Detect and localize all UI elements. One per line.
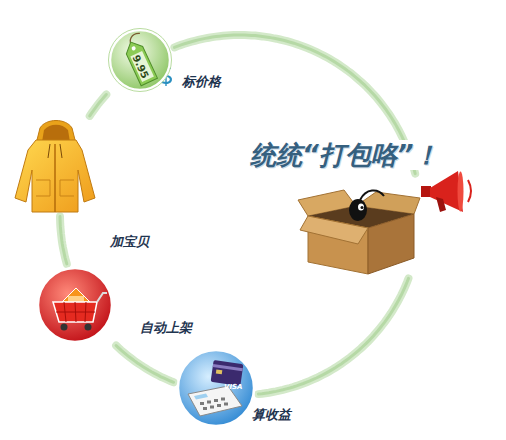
price-tag-icon-art-part bbox=[110, 30, 170, 90]
text-holder: 标价格 bbox=[182, 72, 221, 90]
ring-segment bbox=[116, 346, 174, 383]
calculator-icon-art-part-part bbox=[207, 401, 211, 404]
box-icon: 统统“打包咯”！ bbox=[298, 176, 420, 276]
step-label: 算收益 bbox=[252, 407, 291, 423]
step-label: 加宝贝 bbox=[110, 234, 149, 250]
calculator-icon-art-part-part bbox=[203, 407, 207, 410]
cart-icon: 自动上架 bbox=[36, 266, 114, 344]
ring-band bbox=[90, 95, 107, 116]
ring-line bbox=[116, 346, 174, 383]
cart-icon-art-part bbox=[53, 302, 97, 322]
jacket-icon-art-part bbox=[48, 144, 50, 158]
cart-icon-art-part bbox=[38, 268, 112, 342]
step-label: 自动上架 bbox=[140, 320, 192, 336]
jacket-icon-art-part bbox=[36, 180, 50, 196]
jacket-icon-art-part bbox=[60, 180, 74, 196]
text-holder: 加宝贝 bbox=[110, 232, 149, 250]
cart-icon-art-part bbox=[85, 324, 92, 331]
calculator-icon-art-part-part bbox=[214, 399, 218, 402]
jacket-icon-art-part bbox=[42, 125, 70, 142]
megaphone-icon-part bbox=[458, 172, 464, 212]
jacket-icon-art bbox=[14, 118, 96, 214]
box-icon-art-part bbox=[300, 216, 368, 244]
ring-band bbox=[258, 278, 408, 394]
text-holder: VISA bbox=[224, 375, 242, 393]
cart-icon-art-part bbox=[56, 302, 95, 322]
ring-line bbox=[90, 95, 107, 116]
box-icon-art-part bbox=[360, 190, 384, 200]
box-icon-art-part bbox=[358, 204, 364, 211]
ring-line bbox=[60, 217, 67, 264]
ring-band bbox=[60, 217, 67, 264]
ring-segment bbox=[60, 217, 67, 264]
calculator-icon-art-part bbox=[194, 394, 208, 400]
jacket-icon: 加宝贝 bbox=[14, 118, 96, 214]
megaphone-icon-part bbox=[436, 197, 446, 212]
text-holder: 统统“打包咯”！ bbox=[248, 140, 442, 170]
price-tag-icon-art-part-part bbox=[130, 51, 154, 82]
megaphone-icon-part bbox=[421, 186, 431, 197]
cart-icon-art bbox=[36, 266, 114, 344]
cart-icon-art-part bbox=[97, 293, 107, 302]
ring-band bbox=[116, 346, 174, 383]
jacket-icon-art-part bbox=[54, 144, 56, 212]
cart-icon-art-part bbox=[61, 324, 68, 331]
calculator-icon-art-part-part bbox=[221, 398, 225, 401]
text-holder: 算收益 bbox=[252, 405, 291, 423]
calculator-icon-art-part-part bbox=[216, 369, 222, 374]
calculator-icon-art-part bbox=[178, 350, 254, 426]
box-icon-art-part bbox=[349, 199, 367, 221]
megaphone-icon-part bbox=[468, 180, 471, 202]
calculator-icon-art-part-part bbox=[211, 360, 244, 386]
step-label: 标价格 bbox=[182, 74, 221, 90]
calculator-icon-art-part bbox=[211, 360, 244, 386]
price-tag-icon: 9.95标价格 bbox=[108, 28, 172, 92]
ring-line bbox=[258, 278, 408, 394]
calculator-icon-art-part-part bbox=[210, 406, 214, 409]
price-tag-icon-art-part bbox=[120, 32, 160, 86]
calculator-icon-art-part-part bbox=[224, 403, 228, 406]
text-holder: 自动上架 bbox=[140, 318, 192, 336]
box-icon-art bbox=[298, 176, 420, 276]
big-title: 统统“打包咯”！ bbox=[248, 140, 442, 170]
ring-segment bbox=[90, 95, 107, 116]
calculator-icon: 算收益 bbox=[176, 348, 256, 428]
box-icon-art-part bbox=[361, 206, 364, 209]
calculator-icon-art bbox=[176, 348, 256, 428]
calculator-icon-art-part bbox=[200, 398, 228, 411]
card-logo: VISA bbox=[224, 383, 242, 391]
price-tag-icon-art-part-part bbox=[131, 46, 136, 51]
megaphone-icon bbox=[421, 171, 471, 212]
jacket-icon-art-part bbox=[60, 144, 62, 158]
megaphone-icon-part bbox=[430, 171, 463, 212]
box-icon-art-part bbox=[368, 214, 414, 274]
calculator-icon-art-part-part bbox=[217, 404, 221, 407]
price-tag-icon-art-part bbox=[109, 29, 172, 92]
jacket-icon-art-part bbox=[15, 140, 95, 212]
ring-segment bbox=[258, 278, 408, 394]
calculator-icon-art-part-part bbox=[200, 402, 204, 405]
price-tag-icon-art-part-part bbox=[123, 38, 158, 85]
